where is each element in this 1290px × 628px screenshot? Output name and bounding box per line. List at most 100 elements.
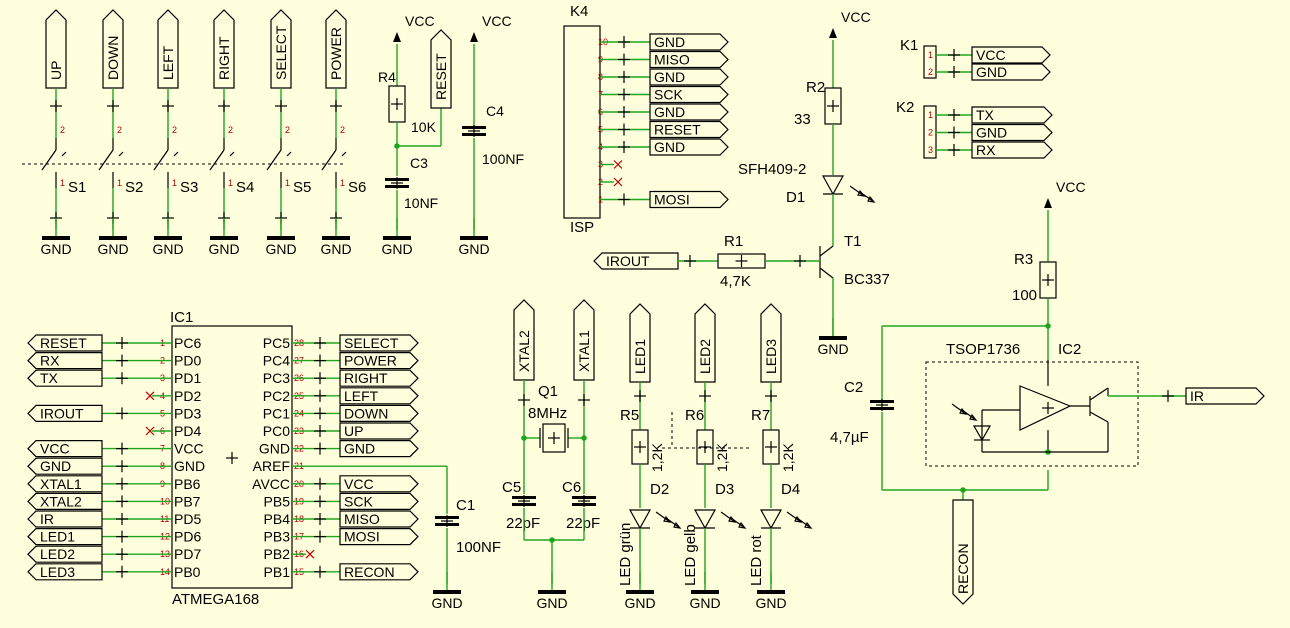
r4-ref: R4 [378, 69, 396, 85]
pin-number: 1 [172, 178, 177, 188]
net-flag [325, 9, 347, 89]
net-flag [339, 422, 419, 440]
pin-name: PB2 [264, 546, 291, 562]
net-flag [339, 510, 419, 528]
no-connect-mark [613, 177, 623, 187]
transistor-collector [819, 245, 834, 257]
net-flag [971, 141, 1053, 159]
gnd-label: GND [624, 595, 655, 611]
net-flag-label: LED1 [632, 339, 648, 374]
net-flag [339, 404, 419, 422]
net-flag-label: LED3 [40, 564, 75, 580]
net-flag-label: RECON [955, 543, 971, 594]
net-flag [27, 440, 103, 458]
net-flag-label: GND [976, 125, 1007, 141]
net-flag-label: UP [48, 61, 64, 80]
crystal-body [542, 423, 566, 453]
switch-lever [153, 149, 169, 171]
gnd-bar [267, 236, 295, 240]
net-flag [339, 387, 419, 405]
gnd-bar [42, 236, 70, 240]
diode-body [759, 509, 783, 530]
q1-ref: Q1 [538, 383, 558, 400]
net-flag [339, 369, 419, 387]
net-flag-label: SELECT [344, 335, 399, 351]
net-flag-label: RIGHT [344, 370, 388, 386]
diode-ref: D3 [715, 481, 734, 498]
isp-ref: K4 [570, 3, 588, 20]
switch-mark [286, 151, 292, 157]
ic1-atmega: IC1ATMEGA168PC61RESETPD02RXPD13TXPD24PD3… [27, 309, 501, 611]
r3-value: 100 [1012, 287, 1037, 304]
pin-number: 2 [60, 125, 65, 135]
pin-name: PD6 [174, 529, 201, 545]
resistor-ref: R7 [751, 407, 770, 424]
switch-mark [61, 151, 67, 157]
switch-ref: S4 [236, 179, 254, 196]
switch-lever [266, 149, 282, 171]
gnd-label: GND [431, 595, 462, 611]
tsop-outline [925, 361, 1139, 467]
switch-ref: S5 [293, 179, 311, 196]
no-connect-mark [145, 426, 155, 436]
switch-ref: S2 [125, 179, 143, 196]
net-flag [629, 303, 651, 383]
r1-ref: R1 [724, 233, 743, 250]
switch-lever [209, 149, 225, 171]
ray-head [673, 521, 682, 529]
net-flag-label: TX [976, 107, 995, 123]
photodiode [972, 425, 992, 442]
net-flag [1185, 387, 1265, 405]
net-flag [213, 9, 235, 89]
net-flag-label: GND [654, 139, 685, 155]
pin-name: PC1 [263, 405, 290, 421]
light-ray [665, 517, 681, 529]
q1-value: 8MHz [528, 405, 567, 422]
c1-value: 100NF [456, 539, 501, 556]
net-flag [339, 334, 419, 352]
wire [1089, 387, 1109, 401]
pin-number: 1 [285, 178, 290, 188]
net-flag-label: IROUT [606, 253, 650, 269]
pin-name: PC6 [174, 335, 201, 351]
net-flag-label: LED1 [40, 529, 75, 545]
c5-ref: C5 [502, 479, 521, 496]
pin-name: PB7 [174, 493, 201, 509]
net-flag [27, 369, 103, 387]
net-flag [27, 545, 103, 563]
switch-lever [98, 149, 114, 171]
net-flag-label: RIGHT [216, 36, 232, 80]
net-flag-label: XTAL1 [576, 330, 592, 372]
c4-ref: C4 [486, 103, 504, 119]
ic2-value: TSOP1736 [946, 341, 1020, 358]
pin-number: 3 [928, 145, 933, 155]
net-flag [971, 106, 1053, 124]
resistor-value: 1,2K [780, 443, 796, 472]
net-flag [27, 475, 103, 493]
pin-name: PD3 [174, 405, 201, 421]
gnd-label: GND [689, 595, 720, 611]
net-flag-label: IR [1190, 388, 1204, 404]
c4-value: 100NF [482, 151, 524, 167]
net-flag [339, 563, 419, 581]
pin-name: PD2 [174, 388, 201, 404]
net-flag-label: VCC [344, 476, 374, 492]
pin-number: 1 [928, 50, 933, 60]
gnd-bar [819, 336, 847, 340]
gnd-label: GND [381, 241, 412, 257]
pin-name: PD5 [174, 511, 201, 527]
no-connect-mark [145, 391, 155, 401]
vcc-label: VCC [1056, 179, 1086, 195]
net-flag [760, 303, 782, 383]
pin-name: PC3 [263, 370, 290, 386]
light-ray [720, 511, 736, 523]
gnd-bar [322, 236, 350, 240]
t1-value: BC337 [844, 271, 890, 288]
pin-number: 2 [228, 125, 233, 135]
net-flag-label: DOWN [344, 405, 388, 421]
